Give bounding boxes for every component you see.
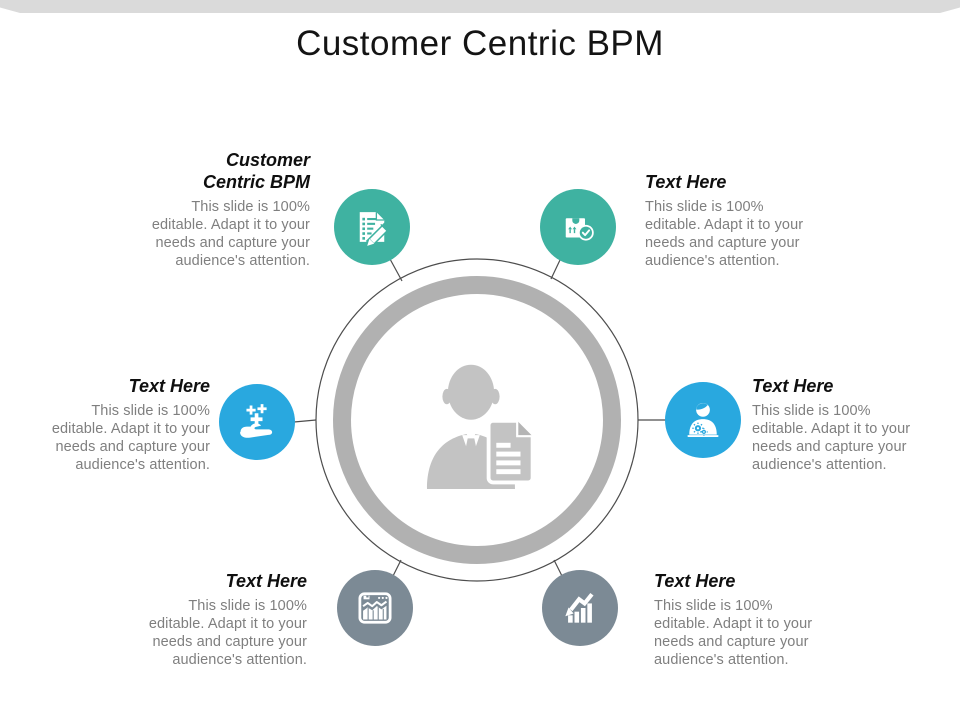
node-body: This slide is 100% editable. Adapt it to…: [645, 199, 804, 269]
node-body: This slide is 100% editable. Adapt it to…: [654, 598, 813, 668]
businessman-document-icon: [427, 364, 535, 489]
node-body: This slide is 100% editable. Adapt it to…: [148, 598, 307, 668]
slide-title: Customer Centric BPM: [296, 24, 664, 63]
browser-analytics-icon: [358, 592, 392, 624]
node-text-middle-right: Text Here This slide is 100% editable. A…: [752, 375, 957, 474]
node-text-top-right: Text Here This slide is 100% editable. A…: [645, 171, 880, 270]
center-circle: [333, 276, 621, 564]
node-body: This slide is 100% editable. Adapt it to…: [51, 403, 210, 473]
node-circle-top-right: [540, 189, 616, 265]
node-heading: Text Here: [128, 376, 210, 396]
node-circle-top-left: [334, 189, 410, 265]
node-text-top-left: Customer Centric BPM This slide is 100% …: [85, 149, 310, 270]
node-text-bottom-right: Text Here This slide is 100% editable. A…: [654, 570, 889, 669]
growth-arrow-chart-icon: [565, 592, 594, 623]
package-check-icon: [565, 218, 594, 241]
node-text-bottom-left: Text Here This slide is 100% editable. A…: [82, 570, 307, 669]
checklist-pencil-icon: [359, 212, 391, 248]
node-heading: Customer Centric BPM: [202, 150, 310, 192]
node-body: This slide is 100% editable. Adapt it to…: [752, 403, 911, 473]
node-heading: Text Here: [654, 571, 736, 591]
hand-sparkles-icon: [240, 404, 273, 438]
node-body: This slide is 100% editable. Adapt it to…: [151, 199, 310, 269]
node-circle-middle-right: [665, 382, 741, 458]
node-text-middle-left: Text Here This slide is 100% editable. A…: [0, 375, 210, 474]
node-circle-bottom-left: [337, 570, 413, 646]
node-heading: Text Here: [645, 172, 727, 192]
node-circle-middle-left: [219, 384, 295, 460]
node-heading: Text Here: [752, 376, 834, 396]
node-circle-bottom-right: [542, 570, 618, 646]
person-gears-icon: [687, 403, 719, 437]
node-heading: Text Here: [225, 571, 307, 591]
top-band-decoration: [0, 0, 960, 13]
